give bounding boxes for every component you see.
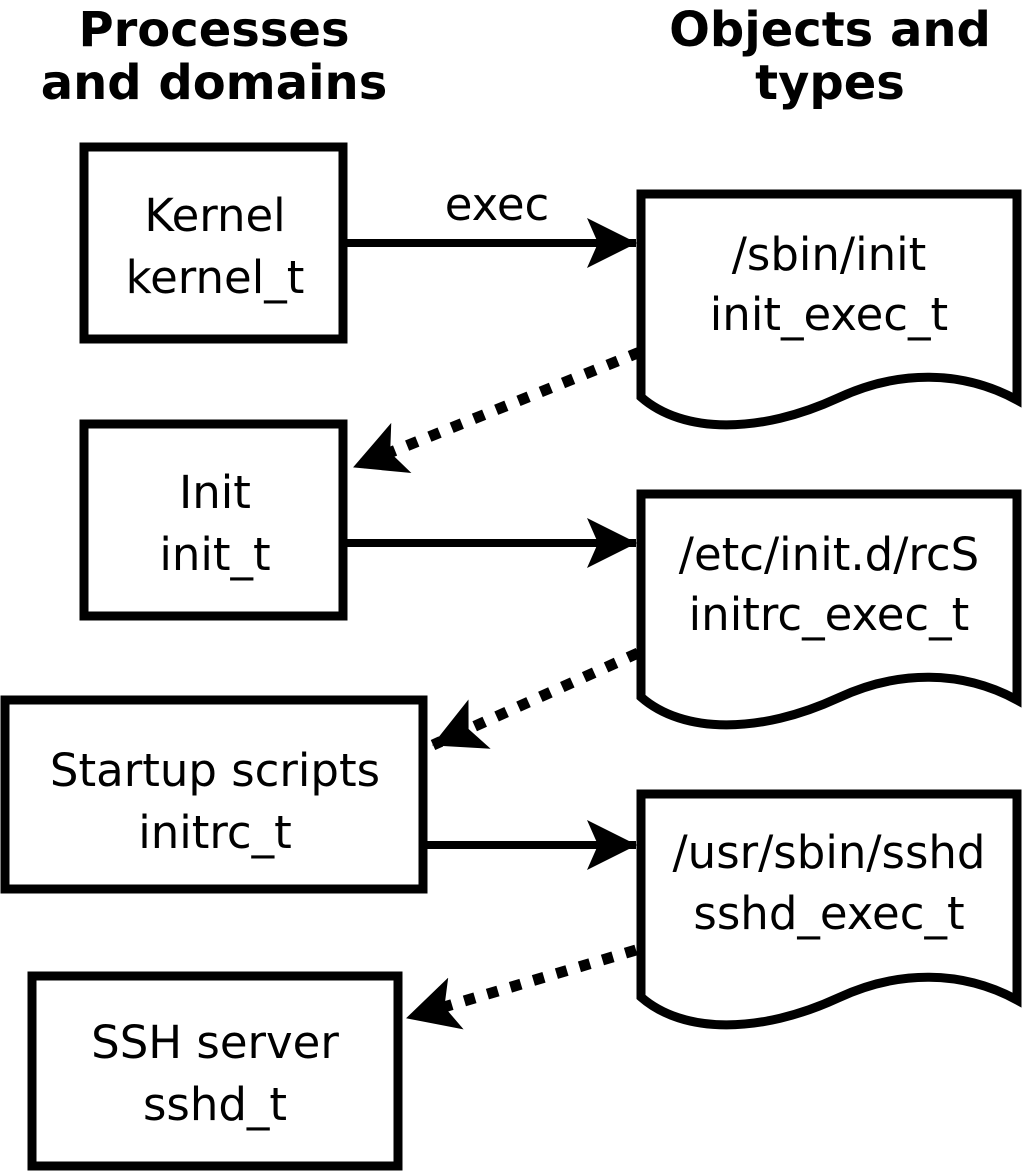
object-doc-usr-sbin-sshd: [636, 789, 1022, 1030]
process-name-init: Init: [179, 466, 251, 519]
column-header-right: Objects and types: [669, 2, 991, 111]
object-type-etc-initd-rcs: initrc_exec_t: [689, 588, 970, 641]
object-node-etc-initd-rcs: /etc/init.d/rcS initrc_exec_t: [636, 489, 1022, 730]
object-path-usr-sbin-sshd: /usr/sbin/sshd: [673, 826, 986, 879]
process-node-ssh-server: SSH server sshd_t: [27, 971, 403, 1171]
object-type-sbin-init: init_exec_t: [710, 288, 948, 341]
transition-arrow-sbin-init-to-init-t: [351, 346, 643, 474]
process-domain-startup-scripts: initrc_t: [138, 806, 292, 859]
process-node-kernel: Kernel kernel_t: [79, 142, 348, 344]
process-box-ssh-server: [27, 971, 403, 1171]
process-node-init: Init init_t: [79, 419, 348, 621]
transition-arrows: [351, 346, 643, 1030]
object-node-usr-sbin-sshd: /usr/sbin/sshd sshd_exec_t: [636, 789, 1022, 1030]
column-header-left: Processes and domains: [41, 2, 388, 111]
process-name-ssh-server: SSH server: [91, 1016, 339, 1069]
object-doc-sbin-init: [636, 189, 1022, 430]
process-domain-init: init_t: [159, 528, 270, 581]
column-header-right-line2: types: [755, 55, 905, 111]
process-domain-ssh-server: sshd_t: [143, 1078, 287, 1131]
exec-arrows: exec: [344, 178, 637, 870]
object-path-etc-initd-rcs: /etc/init.d/rcS: [679, 528, 979, 581]
process-box-init: [79, 419, 348, 621]
process-box-kernel: [79, 142, 348, 344]
exec-arrow-label: exec: [445, 178, 550, 231]
process-name-kernel: Kernel: [144, 189, 285, 242]
process-domain-kernel: kernel_t: [126, 251, 305, 304]
process-name-startup-scripts: Startup scripts: [50, 744, 380, 797]
column-header-left-line2: and domains: [41, 55, 388, 111]
process-box-startup-scripts: [0, 695, 428, 894]
object-path-sbin-init: /sbin/init: [732, 228, 927, 281]
object-doc-etc-initd-rcs: [636, 489, 1022, 730]
transition-arrow-sshd-to-sshd-t: [405, 944, 638, 1030]
object-node-sbin-init: /sbin/init init_exec_t: [636, 189, 1022, 430]
object-type-usr-sbin-sshd: sshd_exec_t: [693, 887, 964, 940]
column-header-right-line1: Objects and: [669, 2, 991, 58]
column-header-left-line1: Processes: [78, 2, 349, 58]
transition-arrow-rcS-to-initrc-t: [430, 647, 641, 751]
process-node-startup-scripts: Startup scripts initrc_t: [0, 695, 428, 894]
